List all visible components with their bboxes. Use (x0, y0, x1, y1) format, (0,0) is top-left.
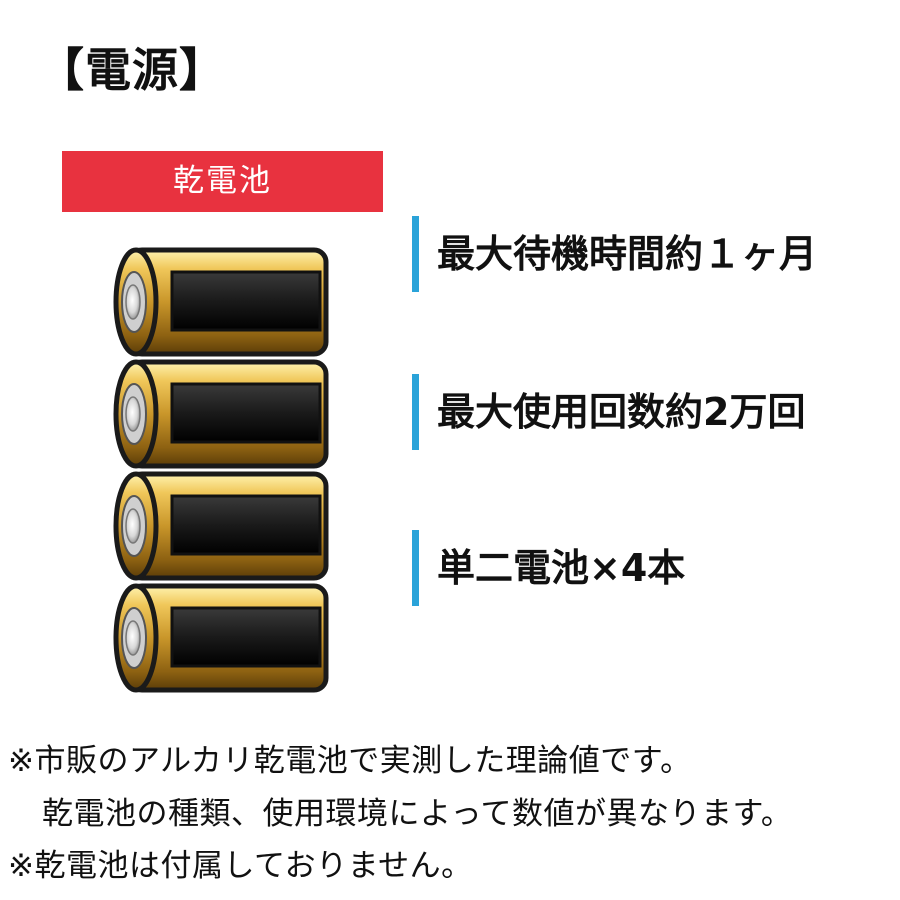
spec-battery-type: 単二電池×4本 (412, 530, 685, 606)
note-not-included: ※乾電池は付属しておりません。 (8, 848, 473, 884)
battery-type-label: 乾電池 (62, 151, 383, 212)
spec-standby-time: 最大待機時間約１ヶ月 (412, 216, 817, 292)
battery-icon-graphic (113, 471, 329, 581)
battery-icon-graphic (113, 583, 329, 693)
battery-stack (110, 246, 332, 698)
note-variation: 乾電池の種類、使用環境によって数値が異なります。 (42, 796, 793, 832)
battery-icon-graphic (113, 359, 329, 469)
page-title: 【電源】 (38, 43, 226, 97)
spec-usage-count: 最大使用回数約2万回 (412, 374, 805, 450)
battery-icon (110, 582, 332, 694)
battery-icon-graphic (113, 247, 329, 357)
battery-icon (110, 246, 332, 358)
battery-icon (110, 470, 332, 582)
note-measurement: ※市販のアルカリ乾電池で実測した理論値です。 (8, 743, 692, 779)
battery-icon (110, 358, 332, 470)
